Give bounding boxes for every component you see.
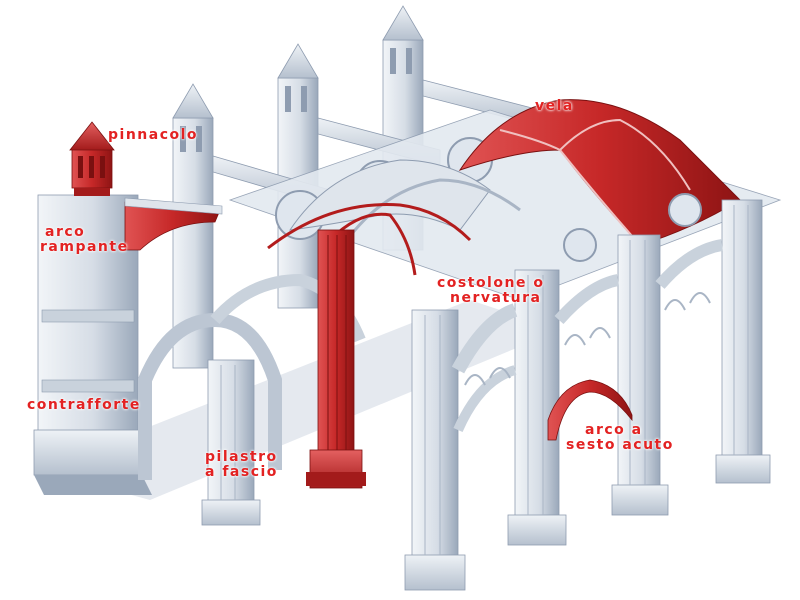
flying-buttress-red [124,197,223,251]
label-arco-rampante-line1: arco [45,224,86,240]
label-pilastro-line1: pilastro [205,449,278,465]
label-pilastro-line2: a fascio [205,464,278,480]
label-arco-rampante-line2: rampante [40,239,129,255]
label-pinnacolo: pinnacolo [108,127,199,143]
label-vela: vela [535,98,574,114]
nave-arches [451,193,724,433]
clustered-pier-red [306,229,366,489]
buttress-front [33,194,152,495]
label-costolone-line1: costolone o [437,275,545,291]
pointed-arch-red [547,379,633,441]
rib-red [267,203,472,276]
pinnacle-red [69,121,115,196]
label-costolone-line2: nervatura [450,290,542,306]
pier-row [201,199,771,591]
label-arco-acuto-line2: sesto acuto [566,437,674,453]
label-arco-acuto-line1: arco a [585,422,643,438]
label-contrafforte: contrafforte [27,397,141,413]
